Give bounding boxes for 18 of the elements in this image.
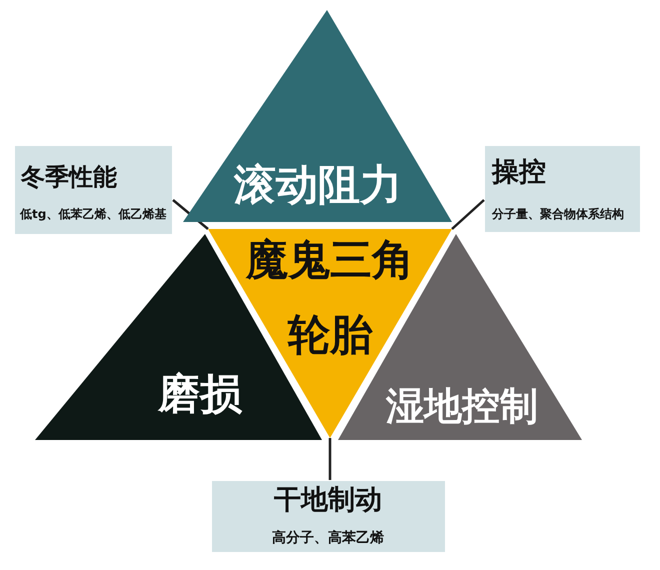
triangle-panel — [183, 10, 452, 222]
card-heading: 冬季性能 — [21, 164, 117, 192]
leader-line — [451, 199, 485, 230]
card-heading: 操控 — [492, 156, 546, 188]
info-card — [485, 146, 640, 232]
info-card — [15, 146, 172, 234]
panel-label: 湿地控制 — [386, 385, 538, 429]
card-heading: 干地制动 — [274, 484, 382, 516]
center-title: 魔鬼三角 — [246, 236, 414, 284]
leader-line — [172, 199, 209, 230]
card-text: 分子量、聚合物体系结构 — [492, 208, 624, 222]
center-title: 轮胎 — [288, 310, 372, 360]
leader-line — [328, 438, 332, 480]
card-text: 低tg、低苯乙烯、低乙烯基 — [20, 208, 166, 222]
panel-label: 磨损 — [158, 370, 242, 418]
card-text: 高分子、高苯乙烯 — [272, 530, 384, 546]
panel-label: 滚动阻力 — [234, 160, 402, 210]
info-card — [212, 481, 445, 552]
